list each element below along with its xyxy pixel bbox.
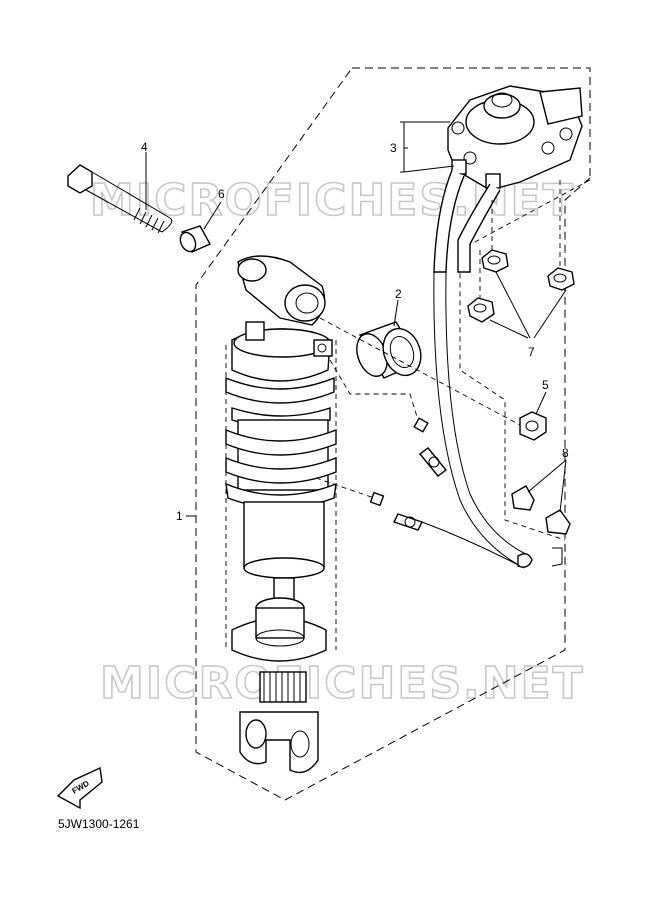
nut-part-7a[interactable] [481,249,509,273]
leader-5 [535,391,547,415]
leader-8 [527,459,567,513]
pump-boundary [459,179,591,541]
bolt-axis [319,317,523,427]
leader-6 [203,201,222,230]
callout-8: 8 [562,446,569,460]
bushing-part-2[interactable] [351,321,427,381]
nut-part-7b[interactable] [547,267,575,291]
callout-5: 5 [542,378,549,392]
shock-absorber-part-1[interactable] [225,255,337,774]
assembly-boundary [195,67,591,801]
nut-7-axis [479,180,561,298]
bolt-part-4[interactable] [67,164,173,234]
clip-part-8b[interactable] [545,509,571,535]
callout-7: 7 [528,345,535,359]
leader-2 [393,299,399,327]
diagram-code: 5JW1300-1261 [58,817,140,831]
leader-3b [403,165,455,173]
callout-1: 1 [176,509,183,523]
hose-routing [315,271,563,569]
nut-part-5[interactable] [519,411,547,441]
bracket-3 [400,121,408,173]
callout-4: 4 [141,140,148,154]
collar-part-6[interactable] [177,225,211,254]
forward-arrow-icon: FWD [56,766,103,810]
callout-6: 6 [218,187,225,201]
watermark-lower: MICROFICHES.NET [100,658,585,709]
leader-7 [489,271,567,339]
callout-3: 3 [390,141,397,155]
nut-part-7c[interactable] [467,297,495,323]
callout-2: 2 [395,287,402,301]
preload-adjuster-part-3[interactable] [433,85,583,273]
